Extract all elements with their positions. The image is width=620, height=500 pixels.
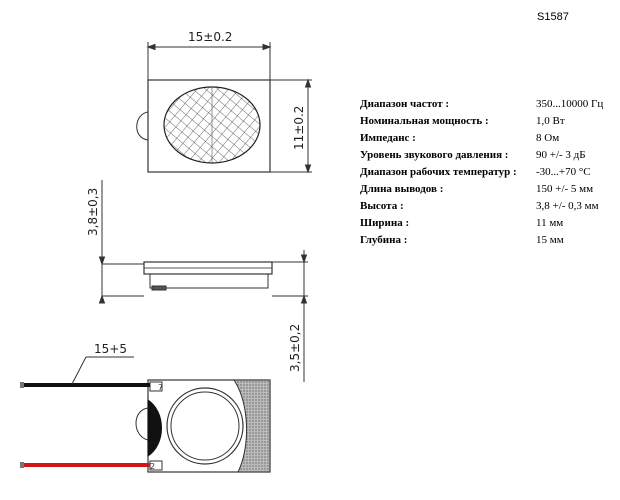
spec-row: Диапазон рабочих температур : -30...+70 °… [360, 164, 603, 181]
height-dimension-label: 11±0.2 [292, 106, 306, 150]
depth-dimension-label: 3,8±0,3 [86, 188, 100, 236]
spec-label: Длина выводов : [360, 183, 444, 195]
lead-wires [20, 356, 150, 468]
spec-label: Ширина : [360, 217, 410, 229]
pin-offset-dimension-label: 3,5±0,2 [288, 324, 302, 372]
black-wire [20, 383, 150, 387]
spec-value: -30...+70 °С [536, 166, 591, 178]
width-dimension-label: 15±0.2 [188, 30, 232, 44]
spec-row: Диапазон частот : 350...10000 Гц [360, 96, 603, 113]
red-wire [20, 463, 150, 467]
part-code: S1587 [537, 11, 569, 23]
spec-value: 90 +/- 3 дБ [536, 149, 586, 161]
spec-value: 8 Ом [536, 132, 560, 144]
lead-length-label: 15+5 [94, 342, 127, 356]
spec-value: 11 мм [536, 217, 564, 229]
spec-label: Диапазон частот : [360, 98, 450, 110]
spec-value: 350...10000 Гц [536, 98, 604, 110]
spec-row: Ширина : 11 мм [360, 215, 603, 232]
top-view [136, 42, 312, 174]
side-view [98, 180, 308, 382]
spec-label: Диапазон рабочих температур : [360, 166, 517, 178]
svg-text:2: 2 [150, 462, 155, 471]
spec-row: Длина выводов : 150 +/- 5 мм [360, 181, 603, 198]
spec-label: Глубина : [360, 234, 408, 246]
spec-label: Уровень звукового давления : [360, 149, 509, 161]
spec-row: Импеданс : 8 Ом [360, 130, 603, 147]
spec-value: 1,0 Вт [536, 115, 565, 127]
spec-value: 15 мм [536, 234, 564, 246]
spec-value: 150 +/- 5 мм [536, 183, 594, 195]
svg-text:7: 7 [158, 383, 163, 392]
spec-table: Диапазон частот : 350...10000 Гц Номиналь… [360, 96, 603, 249]
spec-row: Уровень звукового давления : 90 +/- 3 дБ [360, 147, 603, 164]
bottom-view: 7 2 [135, 379, 271, 473]
spec-row: Глубина : 15 мм [360, 232, 603, 249]
spec-label: Импеданс : [360, 132, 416, 144]
spec-label: Высота : [360, 200, 404, 212]
spec-label: Номинальная мощность : [360, 115, 489, 127]
spec-row: Номинальная мощность : 1,0 Вт [360, 113, 603, 130]
spec-value: 3,8 +/- 0,3 мм [536, 200, 599, 212]
spec-row: Высота : 3,8 +/- 0,3 мм [360, 198, 603, 215]
